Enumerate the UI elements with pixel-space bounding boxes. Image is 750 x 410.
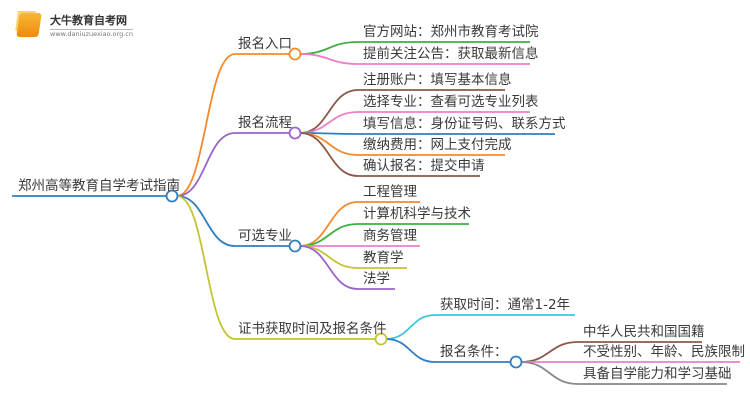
branch-node-toggle[interactable] (288, 126, 302, 140)
leaf-label: 商务管理 (363, 228, 417, 244)
logo-url: www.daniuzuexiao.org.cn (50, 29, 133, 38)
leaf-connector (385, 314, 575, 340)
branch-node-toggle[interactable] (288, 47, 302, 61)
leaf-connector (299, 53, 530, 65)
branch-label: 报名入口 (238, 36, 292, 52)
leaf-label: 注册账户：填写基本信息 (363, 72, 512, 88)
leaf-connector (299, 132, 555, 135)
leaf-connector (385, 338, 511, 363)
subleaf-label: 不受性别、年龄、民族限制 (583, 344, 745, 360)
logo: 大牛教育自考网 www.daniuzuexiao.org.cn (16, 12, 133, 38)
logo-title: 大牛教育自考网 (50, 14, 127, 27)
leaf-connector (299, 201, 420, 247)
leaf-connector (299, 245, 395, 290)
branch-node-toggle[interactable] (374, 332, 388, 346)
leaf-label: 工程管理 (363, 184, 417, 200)
leaf-label: 法学 (363, 271, 390, 287)
branch-label: 报名流程 (238, 115, 292, 131)
leaf-label: 提前关注公告：获取最新信息 (363, 46, 539, 62)
branch-label: 可选专业 (238, 228, 292, 244)
leaf-label: 计算机科学与技术 (363, 206, 471, 222)
leaf-label: 填写信息：身份证号码、联系方式 (363, 116, 566, 132)
branch-connector (176, 132, 290, 197)
leaf-connector (299, 89, 505, 134)
subleaf-connector (520, 361, 727, 385)
branch-connector (176, 195, 376, 340)
subleaf-label: 具备自学能力和学习基础 (583, 366, 732, 382)
leaf-label: 报名条件： (440, 344, 508, 360)
root-node-label: 郑州高等教育自学考试指南 (18, 178, 180, 194)
root-node-toggle[interactable] (165, 189, 179, 203)
leaf-label: 选择专业：查看可选专业列表 (363, 94, 539, 110)
subleaf-label: 中华人民共和国国籍 (583, 324, 705, 340)
branch-node-toggle[interactable] (288, 239, 302, 253)
subnode-toggle[interactable] (509, 355, 523, 369)
leaf-label: 获取时间：通常1-2年 (440, 297, 571, 313)
leaf-connector (299, 132, 480, 177)
branch-connector (176, 53, 290, 197)
branch-label: 证书获取时间及报名条件 (238, 321, 387, 337)
leaf-label: 官方网站：郑州市教育考试院 (363, 24, 539, 40)
leaf-label: 确认报名：提交申请 (363, 158, 485, 174)
leaf-label: 教育学 (363, 250, 404, 266)
leaf-label: 缴纳费用：网上支付完成 (363, 137, 512, 153)
branch-connector (176, 195, 290, 247)
